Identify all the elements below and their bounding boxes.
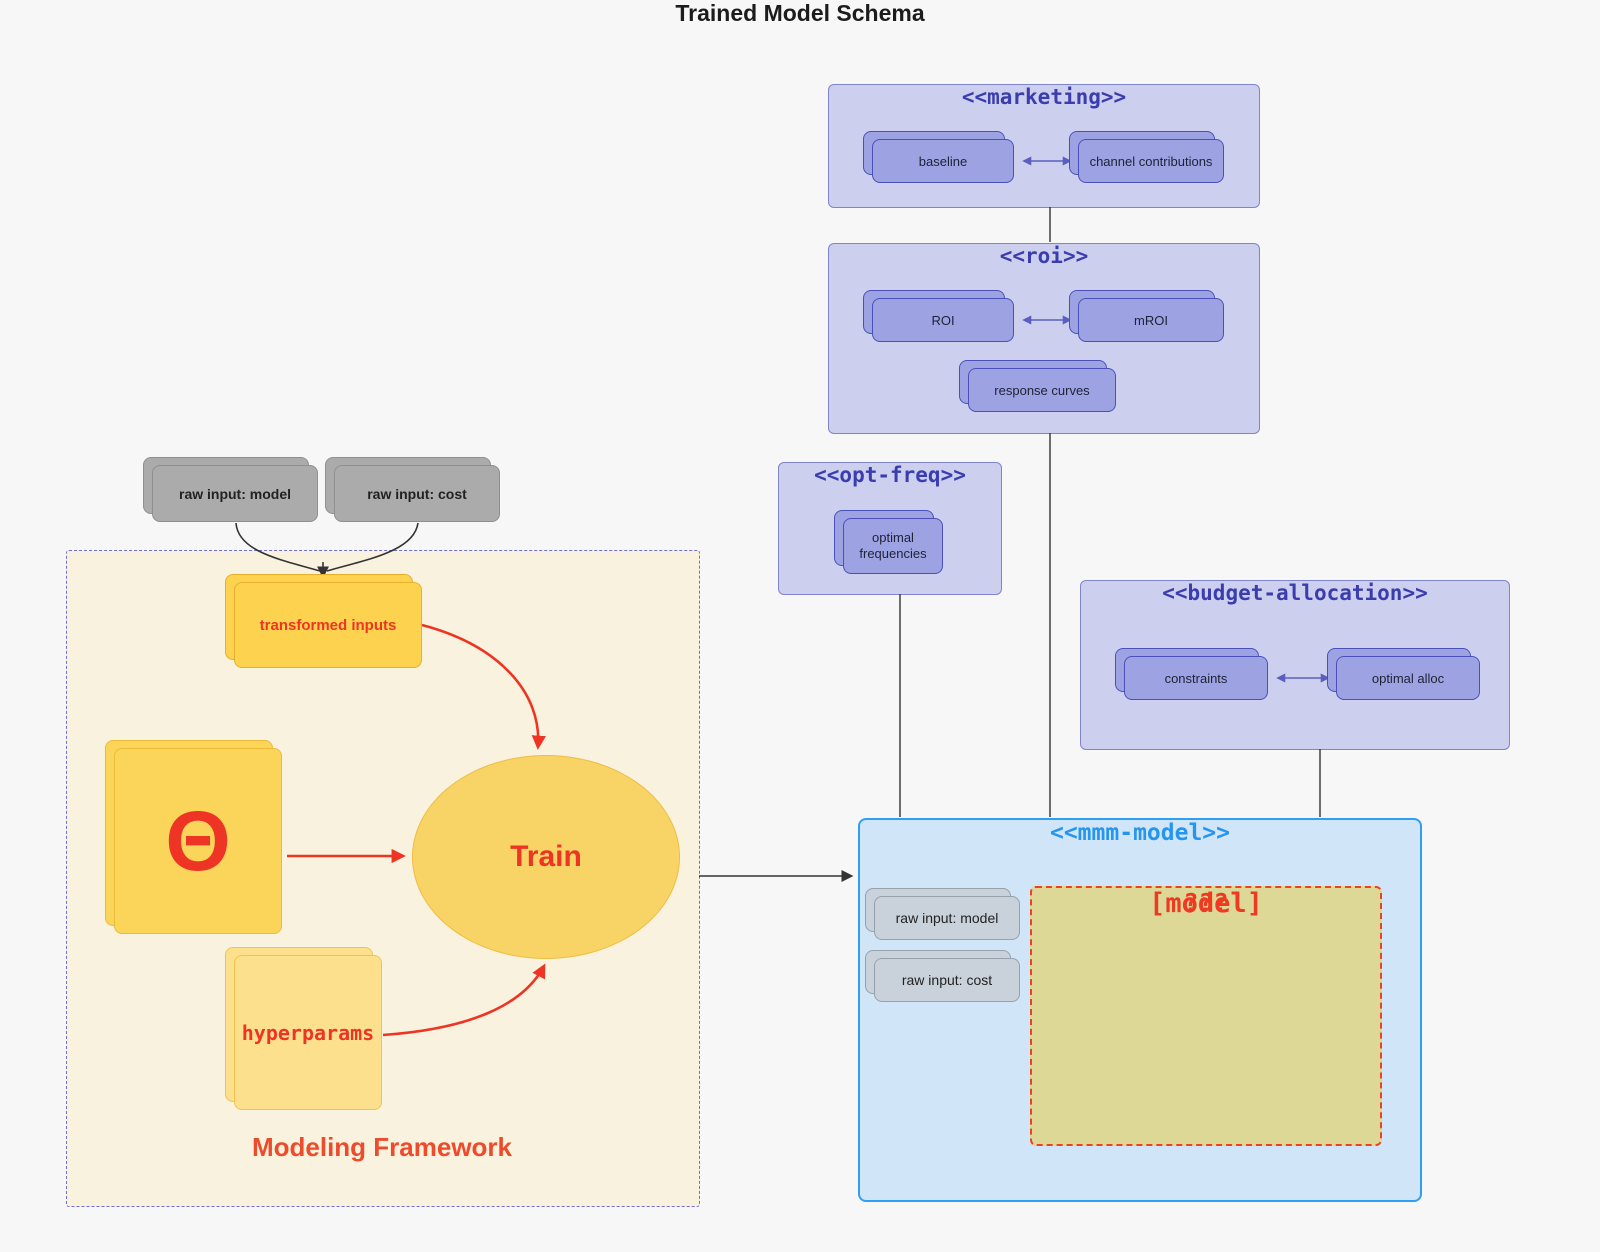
node-baseline: baseline [863, 131, 1014, 183]
node-raw-input-cost: raw input: cost [325, 457, 500, 522]
node-label: response curves [968, 368, 1116, 412]
node-label: optimal frequencies [843, 518, 943, 574]
node-train: Train [412, 755, 680, 959]
node-mmm-raw-input-model: raw input: model [865, 888, 1020, 940]
node-label: Train [510, 840, 582, 873]
container-budget-allocation-title: <<budget-allocation>> [1162, 581, 1428, 605]
model-placeholder-body: ??? [1183, 888, 1229, 917]
node-label: baseline [872, 139, 1014, 183]
container-mmm-model-title: <<mmm-model>> [1049, 820, 1230, 846]
node-roi: ROI [863, 290, 1014, 342]
node-label: optimal alloc [1336, 656, 1480, 700]
node-label: raw input: cost [334, 465, 500, 522]
node-theta: Θ [105, 740, 282, 934]
node-label: constraints [1124, 656, 1268, 700]
theta-symbol: Θ [165, 794, 231, 888]
diagram-title: Trained Model Schema [675, 0, 925, 26]
node-model-placeholder: [model] ??? [1030, 886, 1382, 1146]
node-label: mROI [1078, 298, 1224, 342]
node-constraints: constraints [1115, 648, 1268, 700]
node-channel-contributions: channel contributions [1069, 131, 1224, 183]
container-roi-title: <<roi>> [999, 244, 1089, 268]
node-response-curves: response curves [959, 360, 1116, 412]
node-label: channel contributions [1078, 139, 1224, 183]
node-mroi: mROI [1069, 290, 1224, 342]
node-transformed-inputs: transformed inputs [225, 574, 422, 668]
modeling-framework-label: Modeling Framework [251, 1132, 513, 1162]
node-label: raw input: model [152, 465, 318, 522]
node-optimal-alloc: optimal alloc [1327, 648, 1480, 700]
node-hyperparams: hyperparams [225, 947, 382, 1110]
node-label: raw input: cost [874, 958, 1020, 1002]
node-label: transformed inputs [234, 582, 422, 668]
node-mmm-raw-input-cost: raw input: cost [865, 950, 1020, 1002]
container-marketing-title: <<marketing>> [961, 85, 1127, 109]
node-label: hyperparams [234, 955, 382, 1110]
node-raw-input-model: raw input: model [143, 457, 318, 522]
container-opt-freq-title: <<opt-freq>> [814, 463, 966, 487]
node-optimal-frequencies: optimal frequencies [834, 510, 943, 574]
node-label: ROI [872, 298, 1014, 342]
model-placeholder-title: [model] [1149, 888, 1263, 919]
container-mmm-model: <<mmm-model>> raw input: model raw input… [858, 818, 1422, 1202]
node-label: raw input: model [874, 896, 1020, 940]
